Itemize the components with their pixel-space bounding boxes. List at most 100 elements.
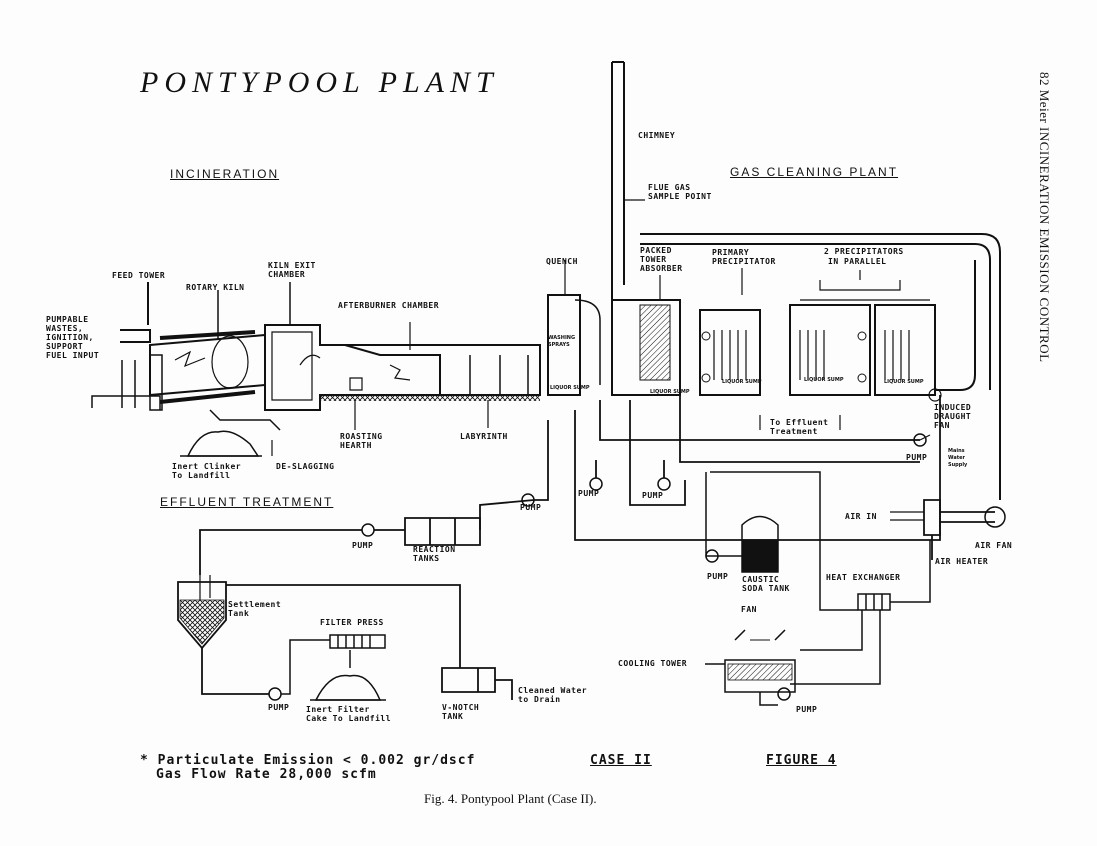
label-wastes: WASTES,: [46, 324, 84, 333]
label-mains: Mains: [948, 448, 965, 454]
label-liquor-sump-4: LIQUOR SUMP: [804, 377, 844, 383]
pumps: [268, 433, 927, 701]
label-ignition: IGNITION,: [46, 333, 94, 342]
note-figure: FIGURE 4: [766, 753, 837, 768]
section-incineration: INCINERATION: [170, 167, 280, 181]
label-support: SUPPORT: [46, 342, 84, 351]
label-pump-c: PUMP: [520, 503, 542, 512]
label-pump-b: PUMP: [642, 491, 664, 500]
label-filter-press: FILTER PRESS: [320, 618, 384, 627]
label-air-in: AIR IN: [845, 512, 877, 521]
note-case: CASE II: [590, 753, 652, 768]
label-sample-point: SAMPLE POINT: [648, 192, 712, 201]
label-draught: DRAUGHT: [934, 412, 972, 421]
label-pump-caustic: PUMP: [707, 572, 729, 581]
filter-press: [281, 634, 386, 701]
label-feed-tower: FEED TOWER: [112, 271, 166, 280]
label-fan: FAN: [934, 421, 950, 430]
label-tanks: TANKS: [413, 554, 440, 563]
parallel-precipitators: [789, 270, 936, 396]
label-de-slagging: DE-SLAGGING: [276, 462, 335, 471]
label-pump-settle: PUMP: [268, 703, 290, 712]
label-pump-mains: PUMP: [906, 453, 928, 462]
label-pump-reaction: PUMP: [352, 541, 374, 550]
label-packed: PACKED: [640, 246, 672, 255]
label-to-landfill: To Landfill: [172, 471, 231, 480]
label-liquor-sump-3: LIQUOR SUMP: [722, 379, 762, 385]
label-pump-a: PUMP: [578, 489, 600, 498]
feed-tower: [120, 282, 151, 343]
label-settlement: Settlement: [228, 600, 282, 609]
label-labyrinth: LABYRINTH: [460, 432, 508, 441]
label-liquor-sump-5: LIQUOR SUMP: [884, 379, 924, 385]
label-liquor-sump-2: LIQUOR SUMP: [650, 389, 690, 395]
label-pump-cooling: PUMP: [796, 705, 818, 714]
flame-marks: [174, 350, 411, 381]
label-to-effluent: To Effluent: [770, 418, 829, 427]
v-notch-tank: [441, 667, 513, 700]
reaction-tanks: [404, 517, 481, 546]
quench-tower: [547, 260, 601, 396]
label-pumpable: PUMPABLE: [46, 315, 89, 324]
label-v-notch: V-NOTCH: [442, 703, 480, 712]
label-inert-clinker: Inert Clinker: [172, 462, 242, 471]
refractory-floor: [320, 395, 540, 401]
label-fan-cooling: FAN: [741, 605, 757, 614]
label-roasting: ROASTING: [340, 432, 383, 441]
label-cake-landfill: Cake To Landfill: [306, 714, 392, 723]
label-2-precipitators: 2 PRECIPITATORS: [824, 247, 904, 256]
figure-caption: Fig. 4. Pontypool Plant (Case II).: [424, 791, 597, 806]
label-cleaned-water: Cleaned Water: [518, 686, 588, 695]
de-slagging: [180, 409, 281, 457]
induced-draught-fan: [928, 260, 976, 402]
cooling-tower: [705, 629, 796, 706]
top-return-duct: [640, 233, 1001, 500]
label-washing: WASHING: [548, 335, 576, 341]
heat-exchanger: [710, 471, 931, 685]
air-heater: [890, 499, 1006, 560]
effluent-lines: [199, 420, 665, 575]
settlement-tank: [177, 575, 461, 695]
afterburner-labyrinth: [320, 322, 541, 430]
note-emission: * Particulate Emission < 0.002 gr/dscf: [140, 753, 476, 768]
label-fuel-input: FUEL INPUT: [46, 351, 100, 360]
label-tower: TOWER: [640, 255, 667, 264]
section-effluent: EFFLUENT TREATMENT: [160, 495, 334, 509]
label-to-drain: to Drain: [518, 695, 561, 704]
label-quench: QUENCH: [546, 257, 578, 266]
section-gas-cleaning: GAS CLEANING PLANT: [730, 165, 899, 179]
primary-precipitator: [699, 268, 761, 396]
label-inert-filter: Inert Filter: [306, 705, 370, 714]
label-reaction: REACTION: [413, 545, 456, 554]
packed-tower-absorber: [611, 275, 681, 396]
chimney: [611, 61, 625, 300]
label-primary: PRIMARY: [712, 248, 750, 257]
label-rotary-kiln: ROTARY KILN: [186, 283, 245, 292]
page-title: PONTYPOOL PLANT: [140, 66, 499, 99]
label-cooling-tower: COOLING TOWER: [618, 659, 688, 668]
label-treatment: Treatment: [770, 427, 818, 436]
label-induced: INDUCED: [934, 403, 972, 412]
label-chimney: CHIMNEY: [638, 131, 676, 140]
label-precipitator: PRECIPITATOR: [712, 257, 776, 266]
kiln-support: [91, 354, 163, 411]
label-air-fan: AIR FAN: [975, 541, 1013, 550]
label-supply: Supply: [948, 462, 968, 468]
label-water: Water: [948, 455, 965, 461]
label-v-notch-tank: TANK: [442, 712, 464, 721]
label-afterburner: AFTERBURNER CHAMBER: [338, 301, 440, 310]
label-absorber: ABSORBER: [640, 264, 683, 273]
label-caustic: CAUSTIC: [742, 575, 780, 584]
label-sprays: SPRAYS: [548, 342, 570, 348]
side-running-header: 82 Meier INCINERATION EMISSION CONTROL: [1037, 72, 1052, 363]
liquor-header: [574, 395, 941, 541]
label-hearth: HEARTH: [340, 441, 372, 450]
label-kiln-chamber: CHAMBER: [268, 270, 306, 279]
note-flow: Gas Flow Rate 28,000 scfm: [156, 767, 377, 782]
label-in-parallel: IN PARALLEL: [828, 257, 887, 266]
label-tank: Tank: [228, 609, 250, 618]
label-liquor-sump-1: LIQUOR SUMP: [550, 385, 590, 391]
label-soda-tank: SODA TANK: [742, 584, 790, 593]
